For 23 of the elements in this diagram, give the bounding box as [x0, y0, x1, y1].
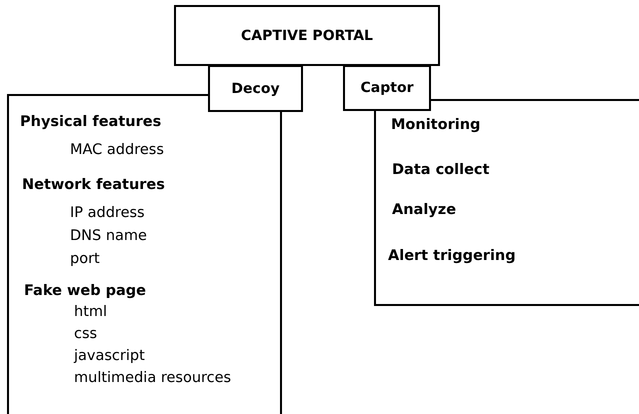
tab-box: [343, 65, 431, 111]
section-heading: Physical features: [20, 113, 162, 131]
function-panel: [374, 99, 639, 306]
list-item: MAC address: [70, 141, 164, 159]
list-item: IP address: [70, 204, 145, 222]
section-heading: Analyze: [392, 201, 456, 219]
list-item: DNS name: [70, 227, 147, 245]
list-item: javascript: [74, 347, 145, 365]
section-heading: Alert triggering: [388, 247, 516, 265]
section-heading: Fake web page: [24, 282, 146, 300]
list-item: css: [74, 325, 98, 343]
list-item: port: [70, 250, 100, 268]
box-label: Captor: [360, 80, 414, 96]
section-heading: Network features: [22, 176, 165, 194]
title-box: [174, 5, 440, 66]
box-label: Decoy: [231, 80, 280, 96]
tab-box: [208, 65, 303, 112]
section-heading: Data collect: [392, 161, 490, 179]
list-item: multimedia resources: [74, 369, 232, 387]
section-heading: Monitoring: [391, 116, 480, 134]
feature-panel: [7, 94, 282, 414]
box-label: CAPTIVE PORTAL: [241, 28, 373, 44]
list-item: html: [74, 303, 108, 321]
